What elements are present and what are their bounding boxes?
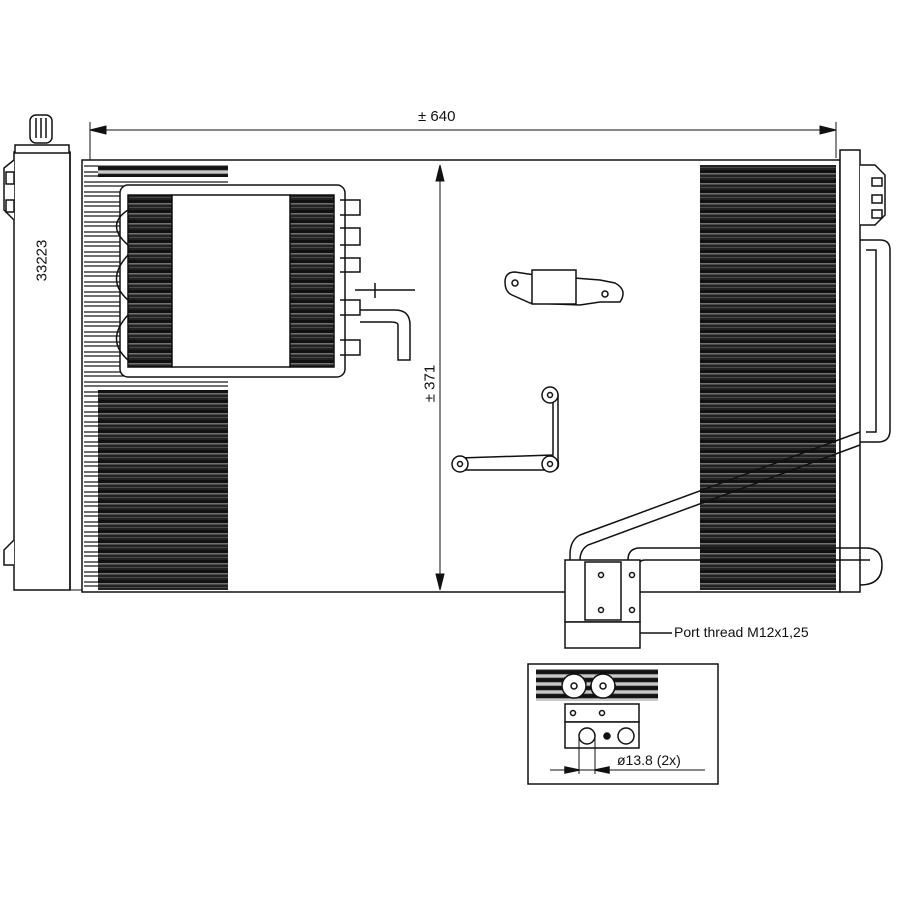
right-header-tank — [839, 149, 891, 593]
port-detail-inset — [527, 663, 719, 785]
height-dimension-label: ± 371 — [421, 364, 439, 403]
width-dimension-line — [89, 122, 837, 160]
mounting-bracket-lower — [451, 386, 560, 473]
height-dimension-line — [435, 164, 445, 591]
port-thread-label: Port thread M12x1,25 — [674, 624, 809, 640]
part-number-label: 33223 — [33, 239, 51, 282]
port-diameter-label: ø13.8 (2x) — [617, 752, 681, 768]
receiver-drier — [115, 184, 415, 378]
mounting-bracket-upper — [504, 269, 624, 306]
width-dimension-label: ± 640 — [418, 108, 456, 125]
left-header-tank — [3, 114, 71, 591]
port-block — [564, 559, 672, 649]
